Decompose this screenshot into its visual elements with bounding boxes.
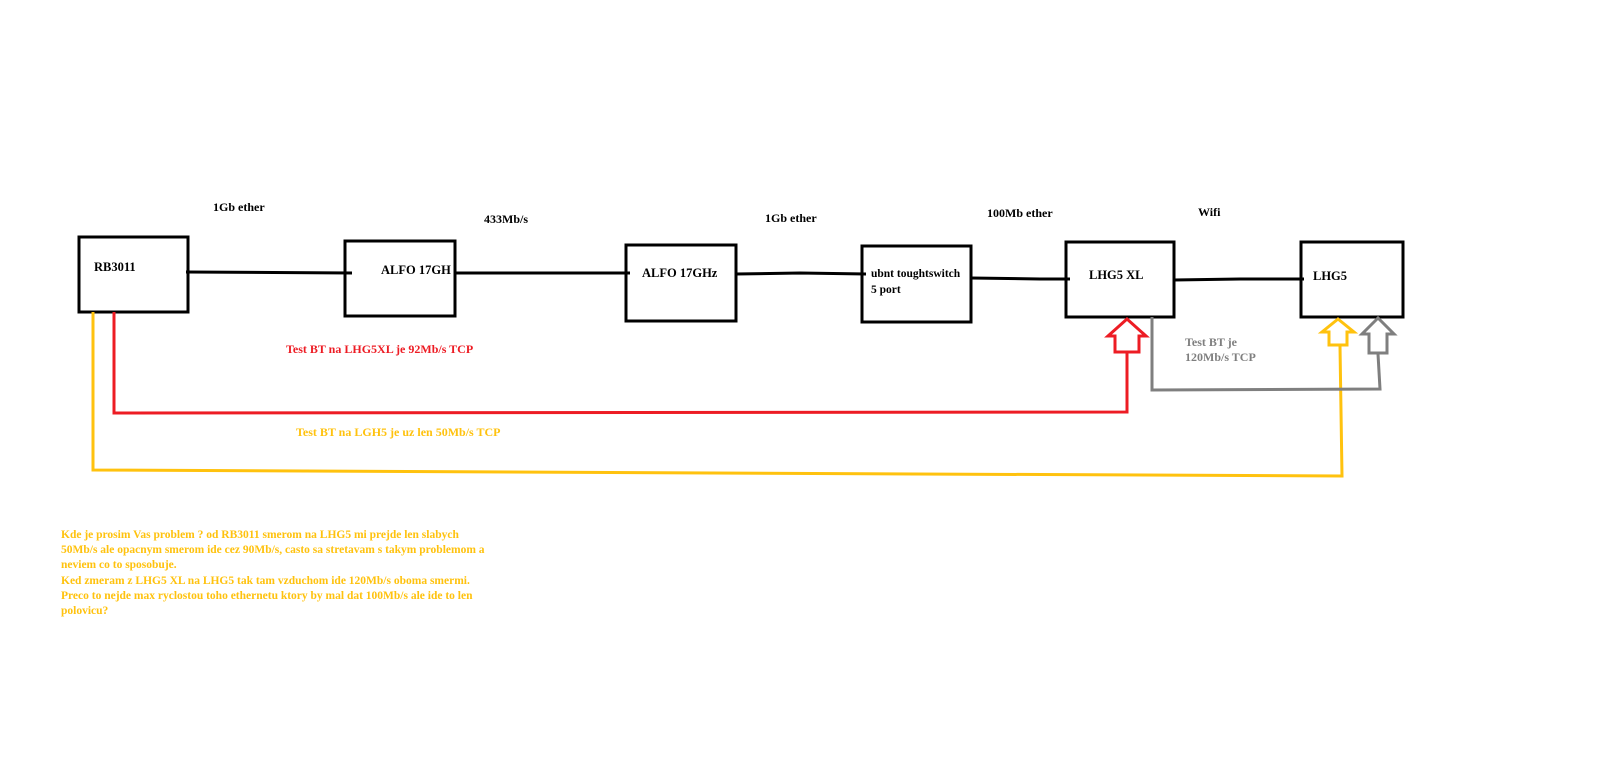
red-test-label: Test BT na LHG5XL je 92Mb/s TCP: [286, 342, 474, 356]
link-label-2: 433Mb/s: [484, 212, 529, 226]
gray-test-label-line1: Test BT je: [1185, 335, 1238, 349]
device-box-switch: [860, 244, 973, 324]
link-line-4: [970, 276, 1070, 281]
question-line: neviem co to sposobuje.: [61, 559, 177, 572]
device-box-alfo-1: [343, 239, 457, 318]
question-line: Kde je prosim Vas problem ? od RB3011 sm…: [61, 529, 459, 541]
link-line-1: [185, 270, 353, 275]
red-test-path: [112, 312, 1129, 415]
device-label-switch-line1: ubnt toughtswitch: [871, 268, 961, 280]
link-label-3: 1Gb ether: [765, 211, 817, 225]
yellow-arrow-icon: [1317, 317, 1359, 347]
gray-test-label-line2: 120Mb/s TCP: [1185, 350, 1256, 364]
device-label-rb3011: RB3011: [94, 260, 136, 274]
gray-arrow-icon: [1358, 315, 1398, 355]
link-label-1: 1Gb ether: [213, 200, 265, 214]
question-text: Kde je prosim Vas problem ? od RB3011 sm…: [61, 528, 551, 619]
device-label-alfo-1: ALFO 17GH: [381, 263, 451, 277]
link-label-5: Wifi: [1198, 205, 1221, 219]
gray-test-path: [1150, 317, 1382, 392]
question-line: 50Mb/s ale opacnym smerom ide cez 90Mb/s…: [61, 544, 485, 557]
question-line: polovicu?: [61, 605, 109, 618]
red-arrow-icon: [1104, 316, 1150, 354]
question-line: Ked zmeram z LHG5 XL na LHG5 tak tam vzd…: [61, 574, 470, 587]
device-label-lhg5xl: LHG5 XL: [1089, 268, 1144, 282]
link-line-5: [1173, 277, 1304, 282]
link-label-4: 100Mb ether: [987, 206, 1053, 220]
device-box-alfo-2: [624, 243, 738, 323]
device-label-switch-line2: 5 port: [871, 284, 901, 296]
device-label-alfo-2: ALFO 17GHz: [642, 266, 718, 280]
question-line: Preco to nejde max ryclostou toho ethern…: [61, 589, 473, 602]
link-line-3: [735, 271, 867, 276]
yellow-test-path: [91, 312, 1344, 478]
device-box-rb3011: [77, 235, 190, 314]
yellow-test-label: Test BT na LGH5 je uz len 50Mb/s TCP: [296, 425, 501, 439]
device-label-lhg5: LHG5: [1313, 269, 1348, 283]
